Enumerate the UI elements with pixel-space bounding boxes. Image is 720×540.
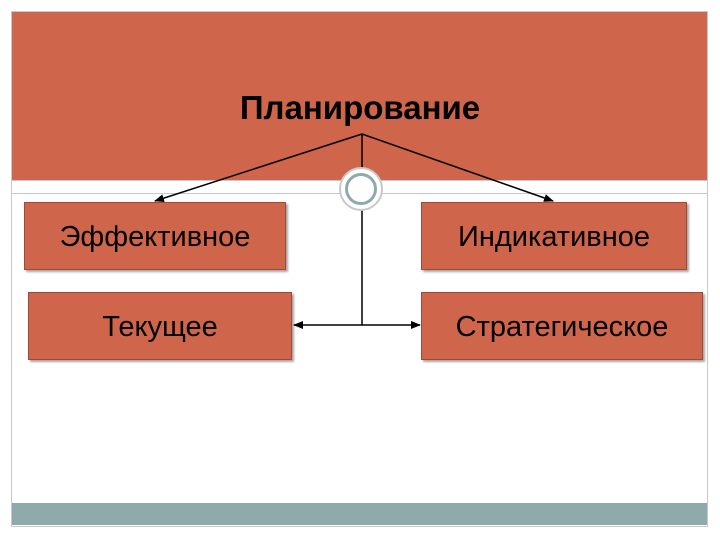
header-band	[12, 12, 707, 180]
arrow-to-effective	[154, 133, 363, 203]
node-effective: Эффективное	[24, 202, 286, 270]
diagram-title: Планирование	[239, 89, 481, 126]
node-strategic: Стратегическое	[421, 292, 703, 360]
arrow-to-indicative	[361, 133, 554, 202]
node-current: Текущее	[28, 292, 292, 360]
node-indicative: Индикативное	[421, 202, 687, 270]
footer-band	[12, 503, 707, 525]
ornament-circle-icon	[339, 167, 383, 211]
